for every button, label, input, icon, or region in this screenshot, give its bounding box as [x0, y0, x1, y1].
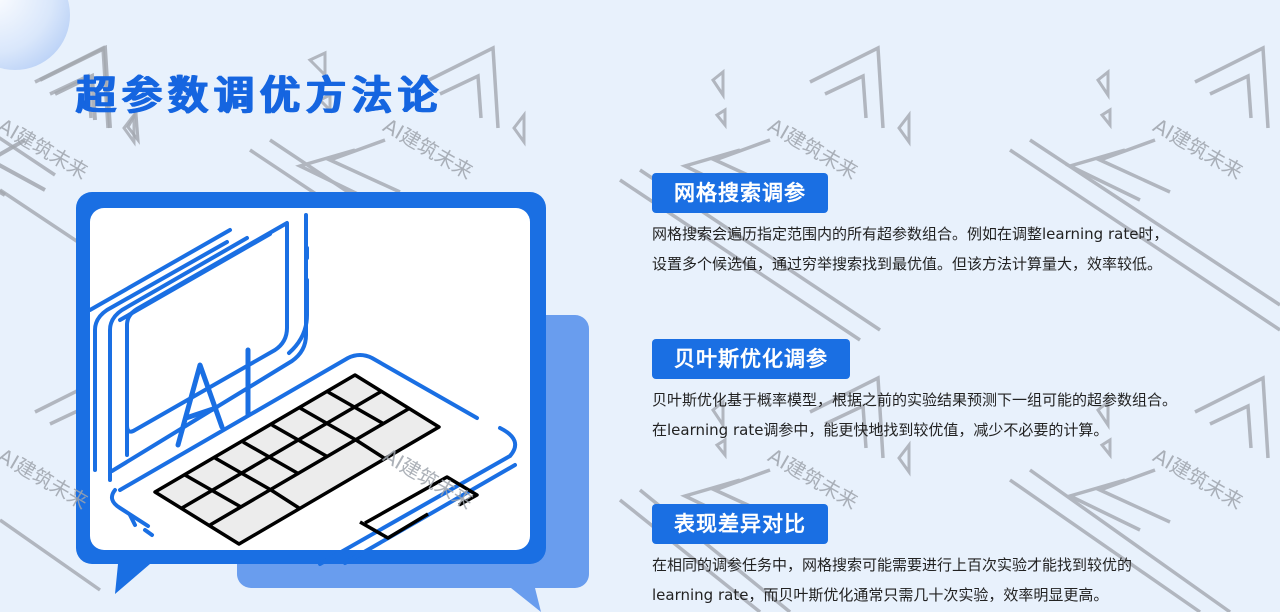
decorative-circle	[0, 0, 70, 70]
body-line: 设置多个候选值，通过穷举搜索找到最优值。但该方法计算量大，效率较低。	[652, 255, 1163, 273]
section-body: 网格搜索会遍历指定范围内的所有超参数组合。例如在调整learning rate时…	[652, 219, 1252, 279]
section-heading-badge: 表现差异对比	[652, 504, 828, 544]
body-line: 网格搜索会遍历指定范围内的所有超参数组合。例如在调整learning rate时…	[652, 225, 1169, 243]
body-line: 在learning rate调参中，能更快地找到较优值，减少不必要的计算。	[652, 421, 1109, 439]
keyboard-keys	[153, 373, 441, 546]
section-body: 贝叶斯优化基于概率模型，根据之前的实验结果预测下一组可能的超参数组合。 在lea…	[652, 385, 1252, 445]
body-line: 贝叶斯优化基于概率模型，根据之前的实验结果预测下一组可能的超参数组合。	[652, 391, 1178, 409]
section-performance-comparison: 表现差异对比 在相同的调参任务中，网格搜索可能需要进行上百次实验才能找到较优的 …	[652, 504, 1252, 610]
body-line: learning rate，而贝叶斯优化通常只需几十次实验，效率明显更高。	[652, 586, 1109, 604]
page-title: 超参数调优方法论	[76, 73, 444, 119]
laptop-ai-illustration	[76, 192, 589, 612]
section-grid-search: 网格搜索调参 网格搜索会遍历指定范围内的所有超参数组合。例如在调整learnin…	[652, 173, 1252, 279]
section-heading-badge: 贝叶斯优化调参	[652, 339, 850, 379]
section-bayesian-optimization: 贝叶斯优化调参 贝叶斯优化基于概率模型，根据之前的实验结果预测下一组可能的超参数…	[652, 339, 1252, 445]
section-body: 在相同的调参任务中，网格搜索可能需要进行上百次实验才能找到较优的 learnin…	[652, 550, 1252, 610]
section-heading-badge: 网格搜索调参	[652, 173, 828, 213]
body-line: 在相同的调参任务中，网格搜索可能需要进行上百次实验才能找到较优的	[652, 556, 1133, 574]
